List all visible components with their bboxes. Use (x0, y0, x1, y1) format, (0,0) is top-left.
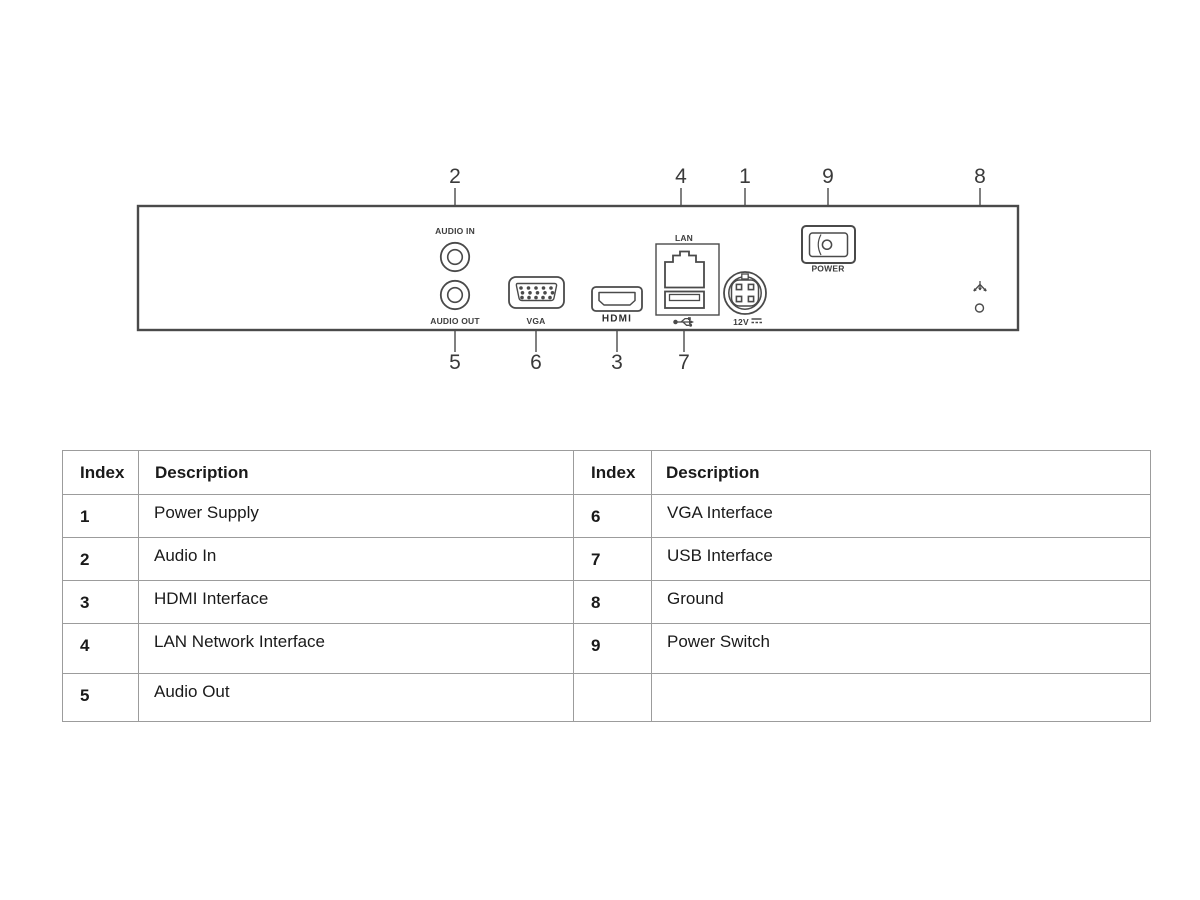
audio-out-label: AUDIO OUT (430, 316, 480, 326)
usb-port (664, 290, 705, 309)
description-cell: Power Switch (651, 623, 1151, 674)
chassis-outline (136, 204, 1020, 332)
index-cell (573, 673, 652, 722)
callout-7: 7 (678, 351, 690, 374)
vga-pins (519, 286, 555, 300)
index-cell: 8 (573, 580, 652, 624)
description-cell: VGA Interface (651, 494, 1151, 538)
usb-icon (673, 317, 694, 327)
index-cell: 2 (62, 537, 139, 581)
callout-9: 9 (822, 165, 834, 188)
power-switch: POWER (801, 225, 856, 274)
table-row: 2 Audio In 7 USB Interface (62, 537, 1151, 581)
top-callout-numbers: 2 4 1 9 8 (449, 165, 986, 188)
audio-in-label: AUDIO IN (435, 226, 475, 236)
bottom-callout-numbers: 5 6 3 7 (449, 351, 690, 374)
vga-port: VGA (508, 276, 565, 326)
index-cell: 5 (62, 673, 139, 722)
lan-label: LAN (675, 233, 693, 243)
index-cell: 3 (62, 580, 139, 624)
header-description-right: Description (651, 450, 1151, 495)
ground-icon (973, 281, 987, 313)
callout-8: 8 (974, 165, 986, 188)
description-cell: Audio In (138, 537, 574, 581)
dc-pins (735, 283, 755, 303)
table-header-row: Index Description Index Description (62, 450, 1151, 495)
power-switch-label: POWER (811, 264, 844, 274)
table-row: 3 HDMI Interface 8 Ground (62, 580, 1151, 624)
dc-voltage-icon (751, 318, 762, 324)
header-description-left: Description (138, 450, 574, 495)
audio-out-jack: AUDIO OUT (430, 279, 480, 326)
audio-in-jack: AUDIO IN (435, 226, 475, 273)
index-cell: 9 (573, 623, 652, 674)
rear-panel-diagram: 2 4 1 9 8 5 6 3 7 AUDIO (136, 165, 1020, 374)
callout-4: 4 (675, 165, 687, 188)
index-cell: 6 (573, 494, 652, 538)
connector-key-notch (741, 273, 749, 280)
table-row: 1 Power Supply 6 VGA Interface (62, 494, 1151, 538)
dc-power-connector: 12V (723, 271, 767, 327)
description-cell: USB Interface (651, 537, 1151, 581)
description-cell: Audio Out (138, 673, 574, 722)
table-row: 4 LAN Network Interface 9 Power Switch (62, 623, 1151, 674)
index-cell: 7 (573, 537, 652, 581)
description-cell: Ground (651, 580, 1151, 624)
callout-1: 1 (739, 165, 751, 188)
index-description-table: Index Description Index Description 1 Po… (62, 450, 1151, 722)
vga-label: VGA (526, 316, 545, 326)
description-cell (651, 673, 1151, 722)
hdmi-label: HDMI (602, 314, 632, 325)
callout-3: 3 (611, 351, 623, 374)
callout-6: 6 (530, 351, 542, 374)
rocker-line (817, 234, 822, 256)
index-cell: 4 (62, 623, 139, 674)
dc-power-label: 12V (733, 317, 749, 327)
description-cell: LAN Network Interface (138, 623, 574, 674)
header-index-right: Index (573, 450, 652, 495)
hdmi-port: HDMI (591, 286, 643, 325)
ground-screw-hole (974, 303, 985, 313)
table-row: 5 Audio Out (62, 673, 1151, 722)
description-cell: Power Supply (138, 494, 574, 538)
rj45-jack (664, 250, 705, 289)
lan-port: LAN (655, 233, 720, 316)
description-cell: HDMI Interface (138, 580, 574, 624)
header-index-left: Index (62, 450, 139, 495)
index-cell: 1 (62, 494, 139, 538)
callout-5: 5 (449, 351, 461, 374)
callout-2: 2 (449, 165, 461, 188)
